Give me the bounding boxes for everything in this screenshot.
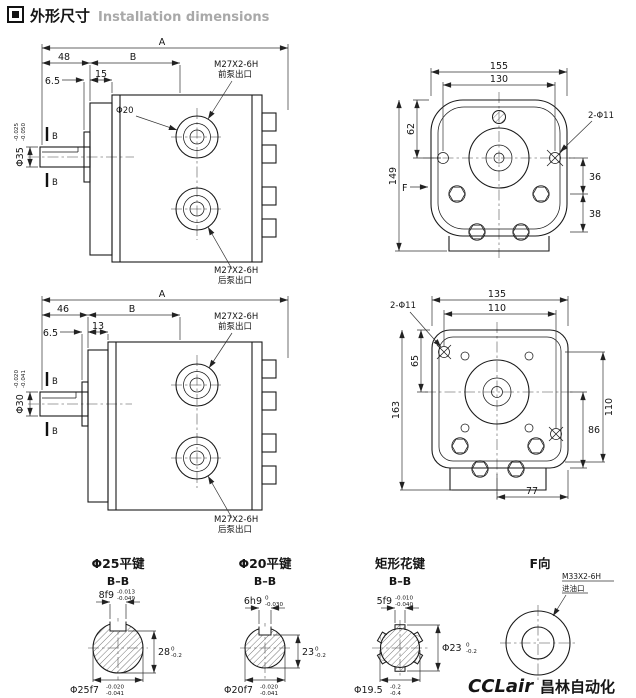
spline-minor-tol-up: -0.2 bbox=[390, 685, 401, 691]
spline-width-tol-low: -0.040 bbox=[395, 602, 413, 608]
svg-text:-0.020: -0.020 bbox=[14, 370, 20, 388]
dim-155: 155 bbox=[490, 61, 508, 72]
dim-phi35: Φ35 -0.025 -0.050 bbox=[14, 123, 27, 167]
spline-minor-tol-low: -0.4 bbox=[390, 691, 401, 697]
dim-phi20: Φ20 bbox=[116, 106, 134, 116]
inlet-port-thread: M33X2-6H bbox=[562, 572, 601, 581]
page-title-en: Installation dimensions bbox=[98, 10, 270, 25]
dim-62: 62 bbox=[406, 123, 417, 135]
dim-149: 149 bbox=[388, 167, 399, 185]
port-rear-thread: M27X2-6H bbox=[214, 266, 258, 276]
port-rear-name: 后泵出口 bbox=[218, 524, 252, 535]
section-spline-view: B–B bbox=[389, 575, 411, 588]
key25-height: 28 bbox=[158, 647, 170, 658]
dim-15: 15 bbox=[95, 69, 107, 80]
dim-phi30: Φ30 -0.020 -0.041 bbox=[14, 370, 27, 414]
dim-13: 13 bbox=[92, 321, 104, 332]
dim-86: 86 bbox=[588, 425, 600, 436]
section-key20-view: B–B bbox=[254, 575, 276, 588]
section-b-mark-top: B bbox=[52, 377, 58, 387]
port-front-name: 前泵出口 bbox=[218, 321, 252, 332]
section-key25-title: Φ25平键 bbox=[91, 556, 145, 571]
spline-major-tol-up: 0 bbox=[466, 643, 470, 649]
key20-width-tol-up: 0 bbox=[265, 596, 269, 602]
key20-height-tol-low: -0.2 bbox=[315, 653, 326, 659]
key20-shaft-tol-low: -0.041 bbox=[260, 691, 278, 697]
dim-2-phi11: 2-Φ11 bbox=[588, 111, 614, 121]
key25-width: 8f9 bbox=[99, 590, 114, 601]
dim-b: B bbox=[130, 52, 137, 63]
key20-shaft-dia: Φ20f7 bbox=[224, 685, 253, 696]
section-b-mark-bottom: B bbox=[52, 427, 58, 437]
pump2-front-view: 135 110 2-Φ11 65 163 86 110 77 bbox=[390, 289, 615, 500]
svg-text:-0.041: -0.041 bbox=[21, 370, 27, 388]
port-front-thread: M27X2-6H bbox=[214, 60, 258, 70]
key20-height-tol-up: 0 bbox=[315, 647, 319, 653]
section-key25: Φ25平键 B–B 8f9 -0.013 -0.049 Φ25f7 -0.020… bbox=[70, 556, 182, 697]
dim-b: B bbox=[129, 304, 136, 315]
section-spline-title: 矩形花键 bbox=[375, 556, 426, 571]
key20-height: 23 bbox=[302, 647, 314, 658]
brand-logo: CCLair 昌林自动化 bbox=[468, 676, 615, 697]
brand-chinese: 昌林自动化 bbox=[540, 678, 615, 696]
dim-2-phi11: 2-Φ11 bbox=[390, 301, 416, 311]
port-front-name: 前泵出口 bbox=[218, 69, 252, 80]
dim-65: 65 bbox=[410, 355, 421, 367]
key20-width: 6h9 bbox=[244, 596, 262, 607]
spline-major-dia: Φ23 bbox=[442, 643, 462, 654]
header-square-icon bbox=[7, 6, 24, 23]
spline-width: 5f9 bbox=[377, 596, 392, 607]
key20-width-tol-low: -0.030 bbox=[265, 602, 283, 608]
key25-width-tol-up: -0.013 bbox=[117, 590, 135, 596]
section-key20-title: Φ20平键 bbox=[238, 556, 292, 571]
dim-110: 110 bbox=[488, 303, 506, 314]
key25-shaft-tol-up: -0.020 bbox=[106, 685, 124, 691]
dim-a: A bbox=[159, 289, 166, 300]
page-title-zh: 外形尺寸 bbox=[29, 7, 90, 25]
dim-110-right: 110 bbox=[604, 398, 615, 416]
section-b-mark-top: B bbox=[52, 132, 58, 142]
spline-major-tol-low: -0.2 bbox=[466, 649, 477, 655]
key25-height-tol-up: 0 bbox=[171, 647, 175, 653]
dim-130: 130 bbox=[490, 74, 508, 85]
key25-width-tol-low: -0.049 bbox=[117, 596, 135, 602]
port-rear-thread: M27X2-6H bbox=[214, 515, 258, 525]
svg-text:-0.050: -0.050 bbox=[21, 123, 27, 141]
pump1-side-view: B B A 48 B 6.5 15 Φ35 -0.025 -0.050 Φ20 … bbox=[14, 37, 289, 286]
spline-minor-dia: Φ19.5 bbox=[354, 685, 383, 696]
dim-6-5: 6.5 bbox=[43, 328, 58, 339]
pump2-side-view: B B A 46 B 6.5 13 Φ30 -0.020 -0.041 M27X… bbox=[14, 289, 289, 535]
dim-135: 135 bbox=[488, 289, 506, 300]
dim-46: 46 bbox=[57, 304, 69, 315]
section-key20: Φ20平键 B–B 6h9 0 -0.030 Φ20f7 -0.020 -0.0… bbox=[224, 556, 326, 697]
port-front-thread: M27X2-6H bbox=[214, 312, 258, 322]
pump1-front-view: 155 130 62 149 36 38 2-Φ11 F bbox=[388, 61, 614, 258]
section-b-mark-bottom: B bbox=[52, 178, 58, 188]
dim-a: A bbox=[159, 37, 166, 48]
view-f: F向 M33X2-6H 进油口 bbox=[500, 556, 614, 681]
svg-text:Φ30: Φ30 bbox=[15, 394, 26, 414]
dim-77: 77 bbox=[526, 486, 538, 497]
svg-text:-0.025: -0.025 bbox=[14, 123, 20, 141]
key20-shaft-tol-up: -0.020 bbox=[260, 685, 278, 691]
header-square-icon-inner bbox=[12, 11, 19, 18]
dim-163: 163 bbox=[391, 401, 402, 419]
brand-latin: CCLair bbox=[468, 676, 534, 697]
port-rear-name: 后泵出口 bbox=[218, 275, 252, 286]
dim-6-5: 6.5 bbox=[45, 76, 60, 87]
spline-width-tol-up: -0.010 bbox=[395, 596, 413, 602]
dim-38: 38 bbox=[589, 209, 601, 220]
view-f-arrow-label: F bbox=[402, 183, 407, 194]
section-spline: 矩形花键 B–B 5f9 -0.010 -0.040 Φ19.5 -0.2 -0… bbox=[354, 556, 477, 697]
inlet-port-name: 进油口 bbox=[562, 583, 585, 593]
svg-text:Φ35: Φ35 bbox=[15, 147, 26, 167]
section-key25-view: B–B bbox=[107, 575, 129, 588]
dim-36: 36 bbox=[589, 172, 601, 183]
key25-shaft-dia: Φ25f7 bbox=[70, 685, 99, 696]
view-f-title: F向 bbox=[529, 556, 550, 571]
dim-48: 48 bbox=[58, 52, 70, 63]
key25-height-tol-low: -0.2 bbox=[171, 653, 182, 659]
key25-shaft-tol-low: -0.041 bbox=[106, 691, 124, 697]
page-header: 外形尺寸 Installation dimensions bbox=[7, 6, 270, 25]
